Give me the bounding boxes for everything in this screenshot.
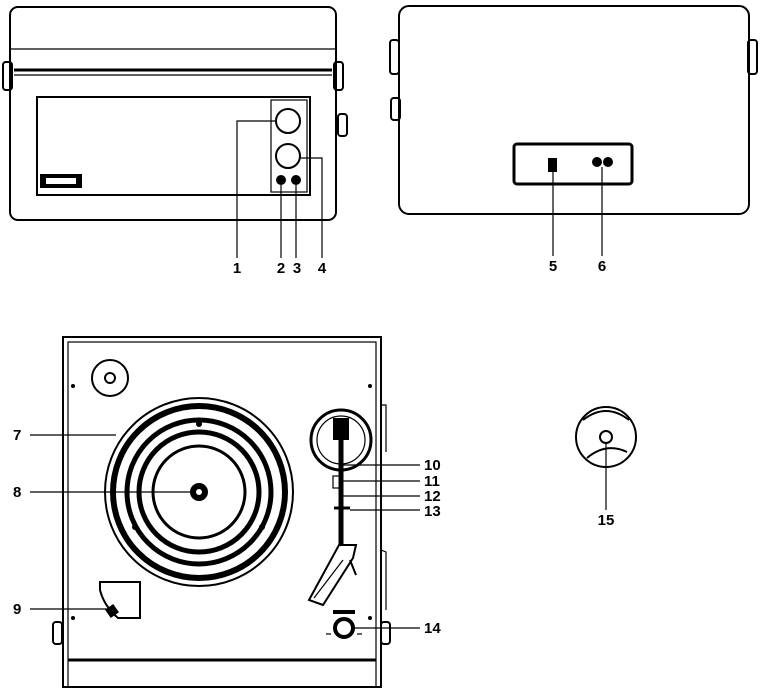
- left-foot: [52, 621, 63, 645]
- top-case-inner: [67, 341, 377, 688]
- callout-11: 11: [424, 473, 440, 490]
- front-view: 1 2 3 4: [2, 6, 348, 277]
- callout-1: 1: [233, 260, 241, 277]
- adapter-arc-bottom: [586, 447, 628, 459]
- platter-dot: [259, 524, 265, 530]
- back-left-knob: [390, 97, 401, 121]
- callout-8: 8: [13, 484, 21, 501]
- speed-lever: [105, 604, 119, 618]
- leader-1: [236, 120, 276, 258]
- volume-knob: [275, 108, 301, 134]
- side-handle: [381, 404, 387, 452]
- callout-15: 15: [598, 512, 615, 529]
- front-case-outline: [9, 6, 337, 221]
- back-view: 5 6: [389, 5, 758, 275]
- back-right-latch: [747, 39, 758, 75]
- screw: [368, 616, 372, 620]
- control-strip: [270, 99, 308, 193]
- headshell-line: [313, 559, 344, 599]
- callout-14: 14: [424, 620, 441, 637]
- callout-12: 12: [424, 488, 441, 505]
- headphone-jack: [291, 175, 301, 185]
- callout-3: 3: [293, 260, 301, 277]
- callout-10: 10: [424, 457, 441, 474]
- platter-dot: [132, 524, 138, 530]
- volume-label-mark: [333, 610, 355, 614]
- screw: [368, 384, 372, 388]
- top-view: 7 8 9 10 11 12 13 14: [13, 336, 441, 688]
- front-left-latch: [2, 61, 13, 91]
- finger-lift: [349, 559, 357, 576]
- rca-out-right: [603, 157, 613, 167]
- screw: [71, 616, 75, 620]
- callout-5: 5: [549, 258, 557, 275]
- function-knob: [275, 143, 301, 169]
- screw: [71, 384, 75, 388]
- leader-4: [300, 157, 323, 258]
- callout-7: 7: [13, 427, 21, 444]
- callout-6: 6: [598, 258, 606, 275]
- callout-4: 4: [318, 260, 327, 277]
- front-right-knob: [337, 113, 348, 137]
- adapter-hole: [104, 372, 116, 384]
- spindle-center: [196, 489, 202, 495]
- right-foot: [380, 621, 391, 645]
- tonearm-assembly: [307, 408, 373, 607]
- back-connector-panel: [512, 142, 634, 186]
- platter-dot: [196, 421, 202, 427]
- arm-rest: [332, 475, 342, 489]
- adapter-detail: 15: [575, 406, 637, 529]
- brand-logo-inset: [46, 178, 76, 184]
- callout-9: 9: [13, 601, 21, 618]
- counterweight: [333, 418, 349, 440]
- callout-2: 2: [277, 260, 285, 277]
- platter: [104, 397, 294, 587]
- speed-selector: [99, 581, 141, 619]
- top-volume-knob: [333, 617, 355, 639]
- adapter-45-rpm: [91, 359, 129, 397]
- front-right-latch: [333, 61, 344, 91]
- rca-out-left: [592, 157, 602, 167]
- power-switch: [548, 158, 557, 172]
- callout-13: 13: [424, 503, 441, 520]
- side-handle: [380, 549, 387, 610]
- speaker-grille-panel: [36, 96, 311, 196]
- adapter-arc-top: [582, 410, 630, 421]
- headshell: [307, 544, 358, 607]
- adapter-center-hole: [599, 430, 613, 444]
- aux-in-jack: [276, 175, 286, 185]
- back-left-latch: [389, 39, 400, 75]
